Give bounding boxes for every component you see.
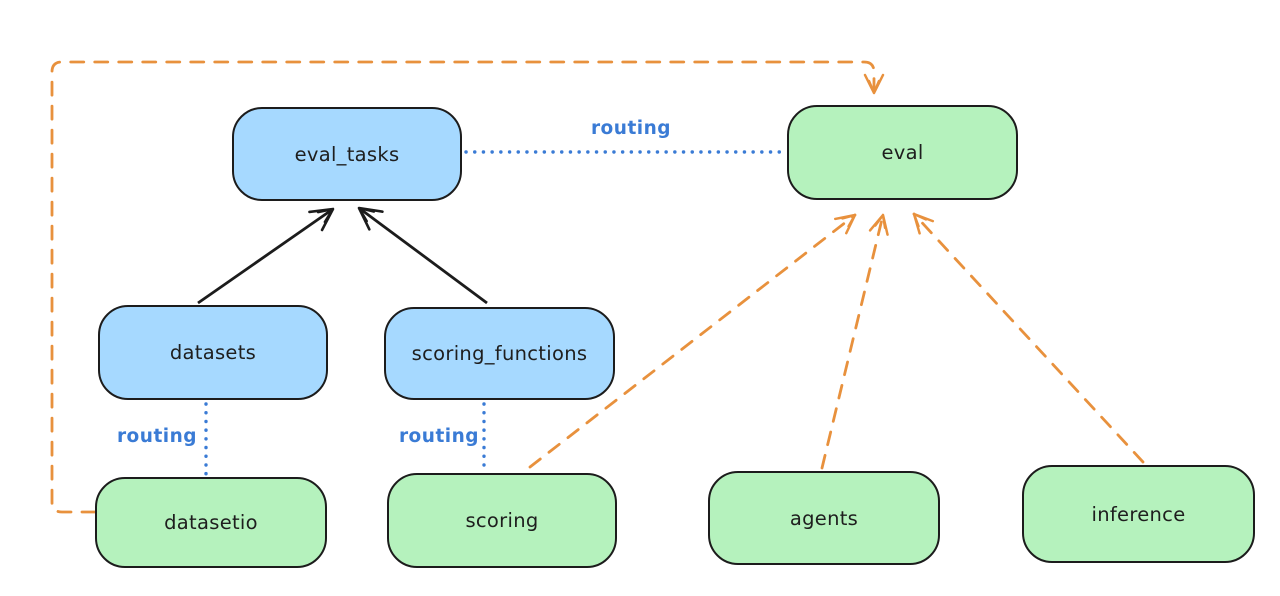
node-datasetio-label: datasetio [164,511,258,534]
edge-datasets-to-eval-tasks [197,207,335,305]
routing-label-datasets-datasetio: routing [116,426,198,447]
node-datasets-label: datasets [169,341,257,364]
node-eval-tasks[interactable]: eval_tasks [232,107,462,201]
node-eval-label: eval [881,141,924,164]
edge-datasetio-to-eval [50,60,885,514]
edge-agents-to-eval [820,213,889,470]
node-agents[interactable]: agents [708,471,940,565]
node-scoring-label: scoring [465,509,539,532]
node-datasetio[interactable]: datasetio [95,477,327,568]
node-scoring-functions-label: scoring_functions [411,342,588,365]
node-scoring-functions[interactable]: scoring_functions [384,307,615,400]
node-agents-label: agents [789,506,859,530]
node-scoring[interactable]: scoring [387,473,617,568]
node-datasets[interactable]: datasets [98,305,328,400]
routing-label-eval-tasks-eval: routing [590,118,672,139]
node-inference[interactable]: inference [1022,465,1255,563]
node-eval[interactable]: eval [787,105,1018,200]
edge-inference-to-eval [912,212,1145,464]
edge-scoring-to-eval [528,213,857,469]
node-inference-label: inference [1091,502,1186,526]
routing-label-scoring-functions-scoring: routing [398,426,480,447]
node-eval-tasks-label: eval_tasks [294,142,400,166]
edge-scoring-functions-to-eval-tasks [357,206,488,305]
